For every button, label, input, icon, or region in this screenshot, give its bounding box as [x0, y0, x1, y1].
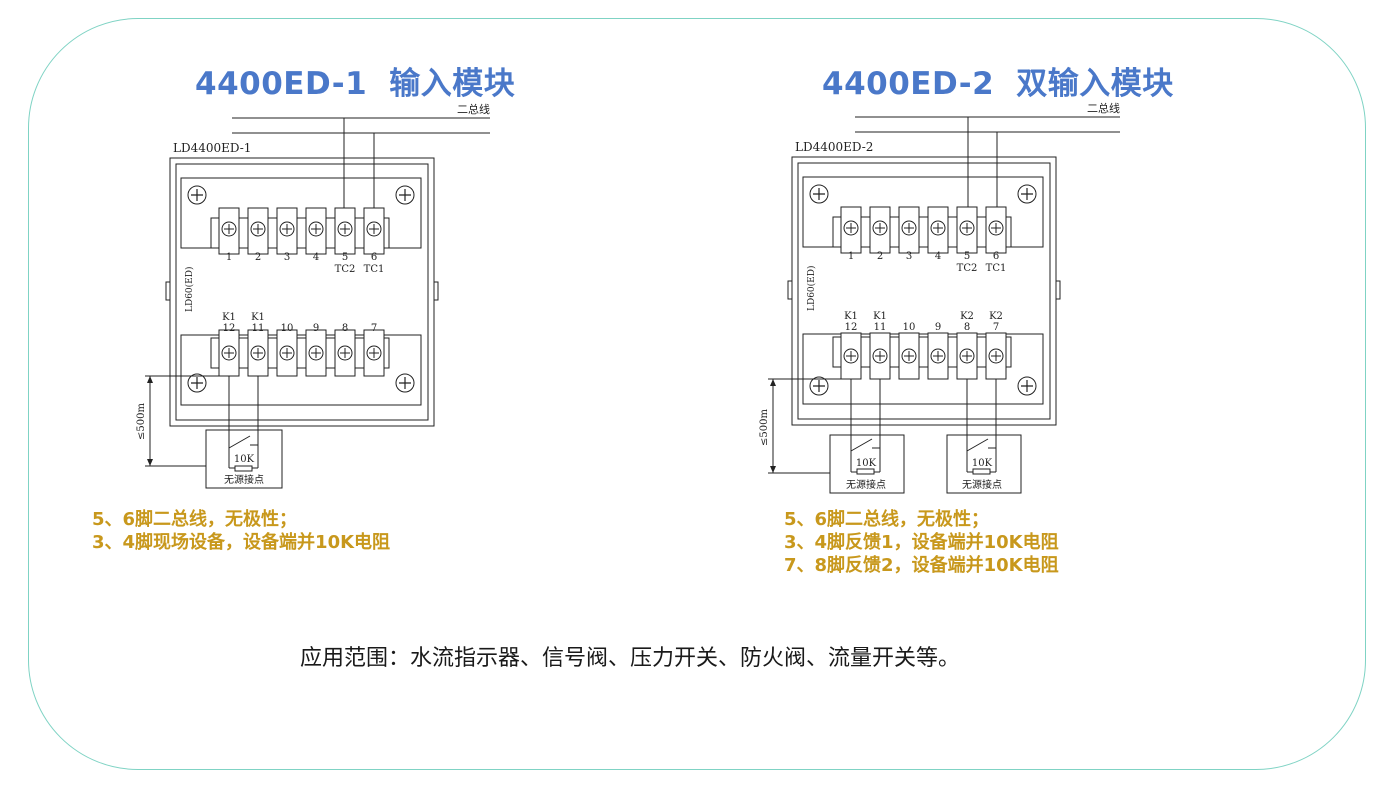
module-2-top-terminal-6: 6 — [993, 251, 999, 262]
module-2-signal-tc1: TC1 — [986, 263, 1007, 274]
module-2-resistor-2-label: 10K — [972, 458, 993, 469]
module-1-bottom-terminal-8: 8 — [342, 323, 348, 334]
module-1-notes: 5、6脚二总线，无极性； 3、4脚现场设备，设备端并10K电阻 — [92, 508, 390, 554]
module-2-top-terminal-3: 3 — [906, 251, 912, 262]
application-scope: 应用范围：水流指示器、信号阀、压力开关、防火阀、流量开关等。 — [300, 646, 961, 671]
module-1-signal-tc2: TC2 — [335, 264, 356, 275]
module-1-bottom-terminal-12: 12 — [223, 323, 236, 334]
module-2-top-terminal-5: 5 — [964, 251, 970, 262]
module-2-note-2: 3、4脚反馈1，设备端并10K电阻 — [784, 532, 1059, 553]
module-1-model-label: LD4400ED-1 — [173, 141, 251, 155]
module-2-bottom-terminal-11: 11 — [874, 322, 887, 333]
module-2-contact-1-label: 无源接点 — [846, 478, 886, 491]
module-1-top-terminal-3: 3 — [284, 252, 290, 263]
module-2-side-label: LD60(ED) — [806, 266, 817, 311]
module-2-bottom-terminals — [840, 332, 1007, 380]
module-1-contact-label: 无源接点 — [224, 473, 264, 486]
module-2-signal-tc2: TC2 — [957, 263, 978, 274]
module-2-bottom-terminal-7: 7 — [993, 322, 999, 333]
module-1-distance-label: ≤500m — [136, 403, 147, 440]
module-2-resistor-1-label: 10K — [856, 458, 877, 469]
module-2-title-name: 双输入模块 — [1016, 66, 1174, 102]
module-2-contact-2-label: 无源接点 — [962, 478, 1002, 491]
module-1-top-terminal-1: 1 — [226, 252, 232, 263]
module-2-top-terminal-1: 1 — [848, 251, 854, 262]
module-1-top-terminal-5: 5 — [342, 252, 348, 263]
module-2-note-3: 7、8脚反馈2，设备端并10K电阻 — [784, 555, 1059, 576]
module-2-title: 4400ED-2 双输入模块 — [822, 58, 1174, 103]
module-2-title-code: 4400ED-2 — [822, 66, 995, 102]
module-1-signal-tc1: TC1 — [364, 264, 385, 275]
module-2-bottom-terminal-8: 8 — [964, 322, 970, 333]
module-2-bus-label: 二总线 — [1087, 101, 1120, 115]
module-1-top-terminal-4: 4 — [313, 252, 319, 263]
module-2-bottom-terminal-9: 9 — [935, 322, 941, 333]
module-2-top-terminals — [840, 206, 1007, 254]
module-2-bottom-terminal-12: 12 — [845, 322, 858, 333]
module-2-model-label: LD4400ED-2 — [795, 140, 873, 154]
module-1-resistor-label: 10K — [234, 454, 255, 465]
module-2-note-1: 5、6脚二总线，无极性； — [784, 509, 990, 530]
module-1-title: 4400ED-1 输入模块 — [195, 58, 515, 103]
module-2-top-terminal-4: 4 — [935, 251, 941, 262]
module-2-notes: 5、6脚二总线，无极性； 3、4脚反馈1，设备端并10K电阻 7、8脚反馈2，设… — [784, 508, 1059, 577]
module-1-bottom-terminal-9: 9 — [313, 323, 319, 334]
module-2-signal-k2-b: K2 — [989, 311, 1003, 322]
module-1-bus-label: 二总线 — [457, 102, 490, 116]
module-1-signal-k1-b: K1 — [251, 312, 265, 323]
module-2-top-terminal-2: 2 — [877, 251, 883, 262]
module-2-signal-k1-a: K1 — [844, 311, 858, 322]
module-1-top-terminal-2: 2 — [255, 252, 261, 263]
module-1-note-1: 5、6脚二总线，无极性； — [92, 509, 298, 530]
module-1-bottom-terminal-11: 11 — [252, 323, 265, 334]
slide-frame — [28, 18, 1366, 770]
module-2-distance-label: ≤500m — [759, 409, 770, 446]
module-1-top-terminal-6: 6 — [371, 252, 377, 263]
module-1-side-label: LD60(ED) — [184, 267, 195, 312]
module-2-signal-k2-a: K2 — [960, 311, 974, 322]
module-2-signal-k1-b: K1 — [873, 311, 887, 322]
module-1-bottom-terminal-10: 10 — [281, 323, 294, 334]
module-1-title-name: 输入模块 — [389, 66, 516, 102]
module-1-bottom-terminal-7: 7 — [371, 323, 377, 334]
module-2-bottom-terminal-10: 10 — [903, 322, 916, 333]
module-1-signal-k1-a: K1 — [222, 312, 236, 323]
module-1-note-2: 3、4脚现场设备，设备端并10K电阻 — [92, 532, 391, 553]
module-1-title-code: 4400ED-1 — [195, 66, 368, 102]
